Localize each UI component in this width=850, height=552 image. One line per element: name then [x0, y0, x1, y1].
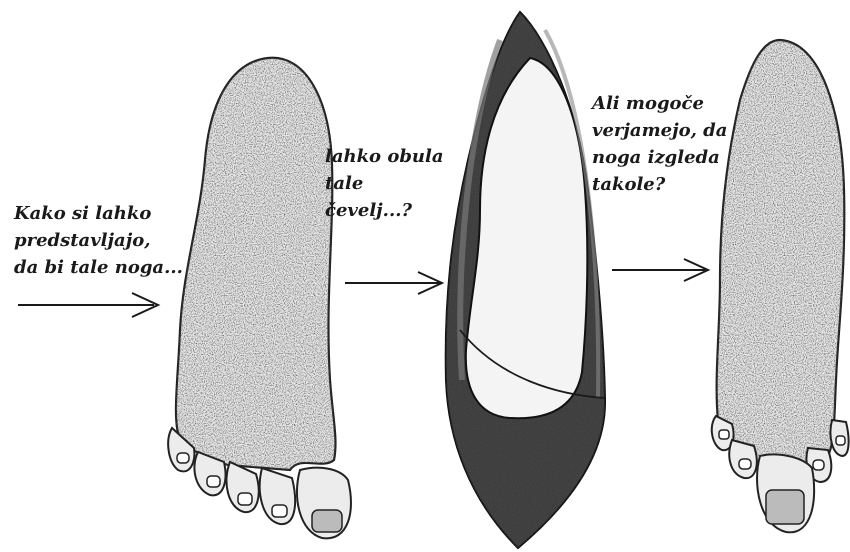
narrow-foot-figure [712, 40, 849, 532]
foot-figure [168, 58, 351, 539]
caption-line: da bi tale noga... [14, 254, 183, 281]
caption-imagine-foot: Kako si lahko predstavljajo, da bi tale … [14, 200, 183, 281]
arrow-to-narrow-foot [612, 259, 708, 281]
caption-line: Kako si lahko [14, 200, 183, 227]
caption-line: tale [325, 170, 444, 197]
caption-line: predstavljajo, [14, 227, 183, 254]
caption-wear-shoe: lahko obula tale čevelj...? [325, 143, 444, 224]
caption-line: noga izgleda [592, 144, 727, 171]
caption-line: lahko obula [325, 143, 444, 170]
caption-line: Ali mogoče [592, 90, 727, 117]
arrow-to-shoe [345, 272, 442, 294]
arrow-to-foot [18, 293, 158, 317]
caption-line: takole? [592, 171, 727, 198]
shoe-figure [446, 12, 605, 548]
caption-line: čevelj...? [325, 197, 444, 224]
caption-line: verjamejo, da [592, 117, 727, 144]
caption-foot-looks-like: Ali mogoče verjamejo, da noga izgleda ta… [592, 90, 727, 198]
